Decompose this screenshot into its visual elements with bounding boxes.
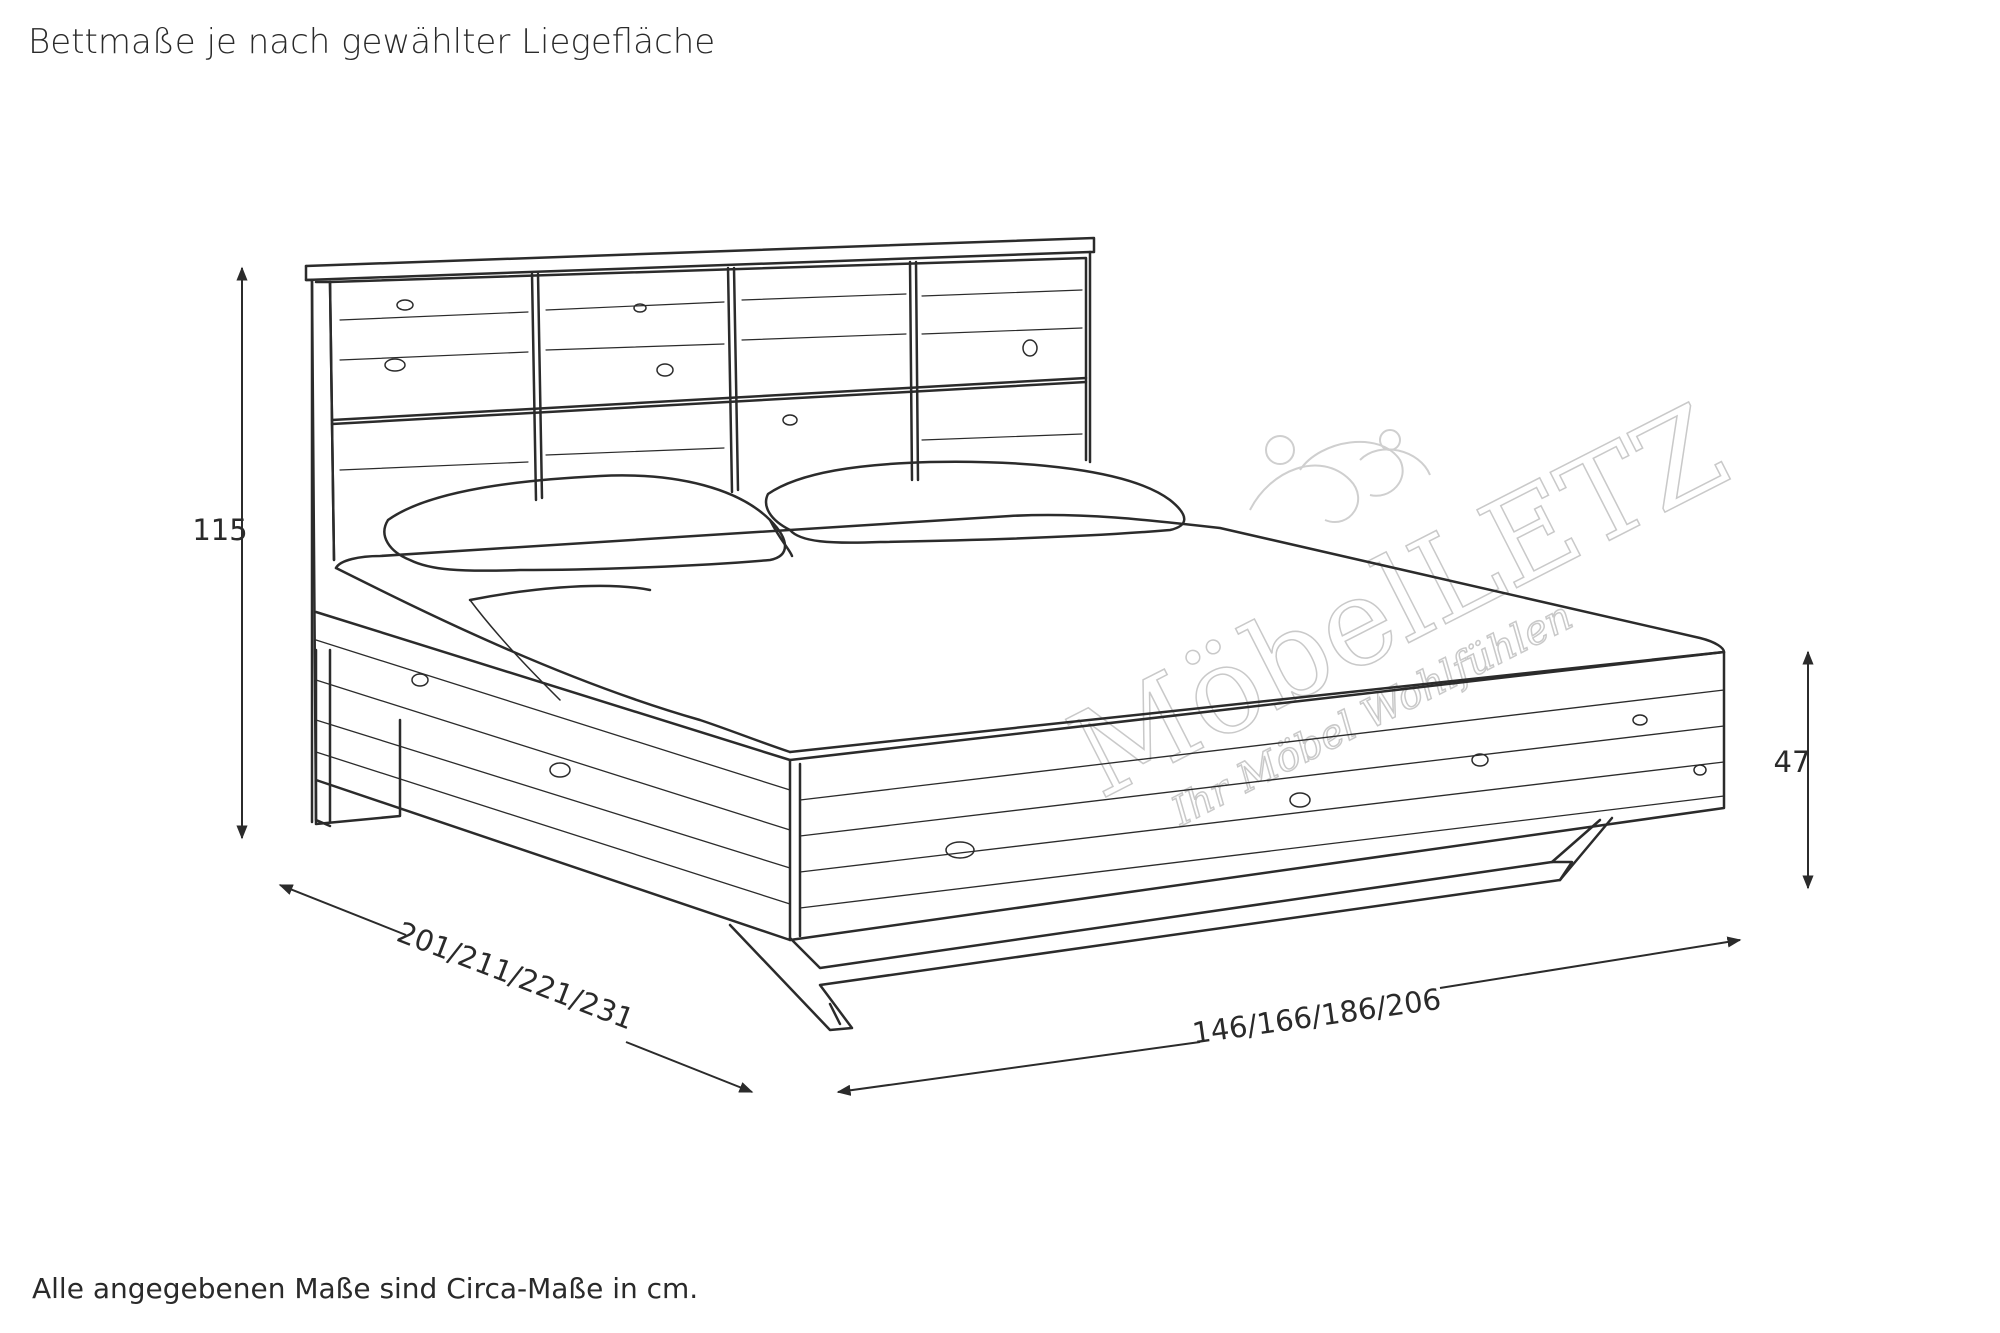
footnote: Alle angegebenen Maße sind Circa-Maße in… <box>32 1272 699 1305</box>
dimension-lines <box>236 266 1814 1096</box>
length-dimension-line-b <box>625 1041 754 1093</box>
length-label: 201/211/221/231 <box>392 915 638 1037</box>
width-label: 146/166/186/206 <box>1190 982 1443 1051</box>
watermark-ornament-icon <box>1249 429 1431 523</box>
bed-illustration <box>304 236 1726 1032</box>
height-label: 115 <box>192 513 247 547</box>
page-title: Bettmaße je nach gewählter Liegefläche <box>28 22 716 62</box>
width-dimension-line-a <box>836 1041 1201 1096</box>
side-height-label: 47 <box>1774 745 1811 779</box>
width-dimension-line-b <box>1439 936 1742 989</box>
length-dimension-line-a <box>278 884 407 936</box>
watermark: MöbelLETZ Ihr Möbel Wohlfühlen <box>1049 378 1748 836</box>
